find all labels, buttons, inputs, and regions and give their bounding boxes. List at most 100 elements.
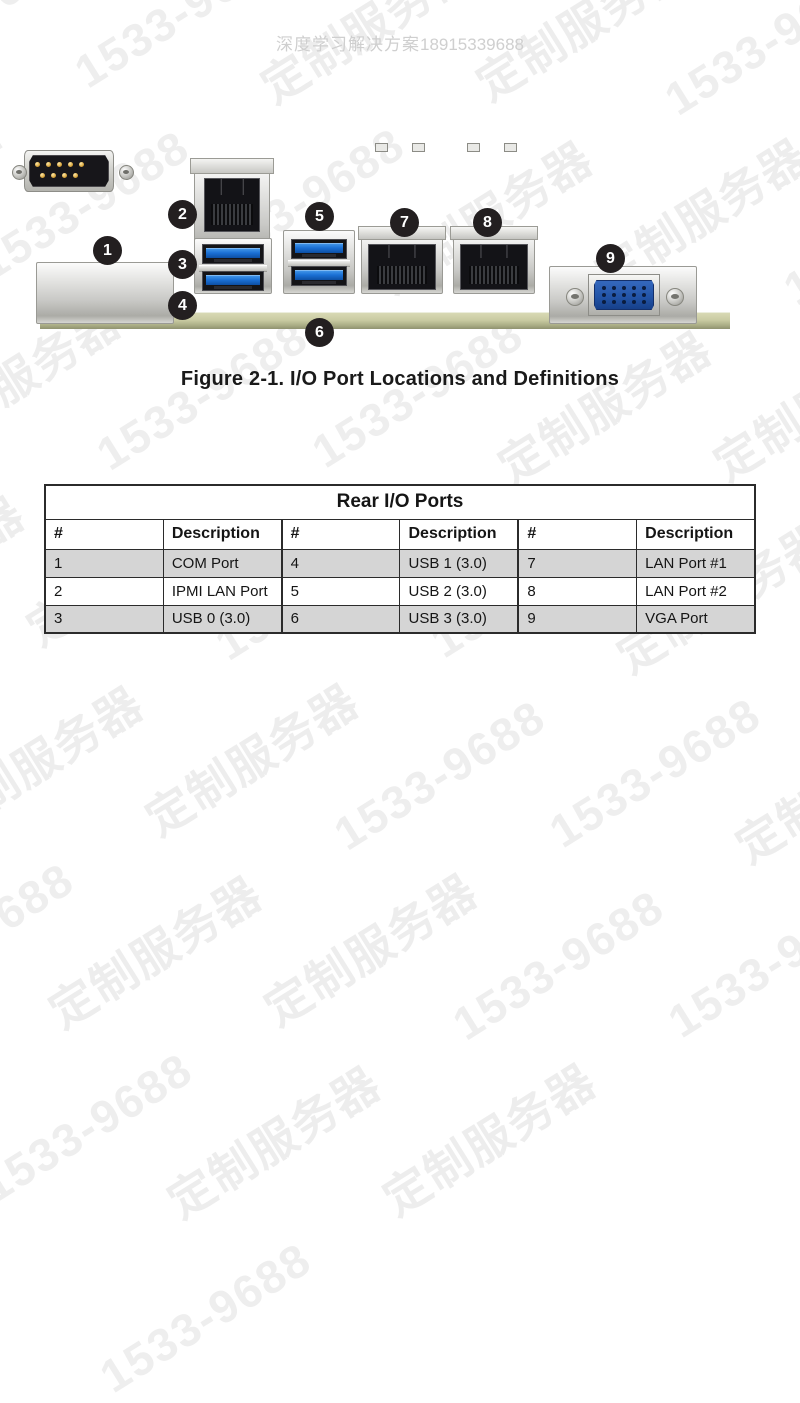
usb-tongue <box>301 254 337 257</box>
figure-caption: Figure 2-1. I/O Port Locations and Defin… <box>180 368 620 390</box>
com-screw-left <box>12 165 27 180</box>
table-row: 3 USB 0 (3.0) 6 USB 3 (3.0) 9 VGA Port <box>44 604 756 634</box>
vga-pin <box>612 300 616 304</box>
callout-badge-7: 7 <box>390 208 419 237</box>
usb-blue-insert <box>295 243 343 253</box>
callout-badge-8: 8 <box>473 208 502 237</box>
usb-port-0 <box>202 244 264 264</box>
com-pin <box>68 162 73 167</box>
vga-pin <box>642 286 646 290</box>
watermark-cn-text: 定制服务器 <box>0 486 35 660</box>
usb-port-3 <box>291 266 347 286</box>
vga-screw-left <box>566 288 584 306</box>
com-pin <box>51 173 56 178</box>
watermark-number-text: 1533-9688 <box>443 879 674 1050</box>
vga-screw-right <box>666 288 684 306</box>
header-desc-2: Description <box>399 518 519 550</box>
callout-badge-3: 3 <box>168 250 197 279</box>
vga-pin <box>642 300 646 304</box>
usb-stack-left <box>194 238 272 294</box>
lan1-tab-left <box>375 143 388 152</box>
ipmi-lan-hood <box>190 158 274 174</box>
usb-blue-insert <box>206 275 260 285</box>
vga-pin <box>622 300 626 304</box>
com-pin <box>40 173 45 178</box>
watermark-cn-text: 定制服务器 <box>0 675 153 849</box>
cell-num: 6 <box>280 604 401 634</box>
callout-badge-2: 2 <box>168 200 197 229</box>
cell-num: 1 <box>44 548 164 578</box>
vga-pin <box>602 293 606 297</box>
cell-num: 5 <box>280 576 401 606</box>
cell-desc: LAN Port #1 <box>636 548 756 578</box>
watermark-row: 1533-9688 定制服务器 1533-9688 定制服务器 <box>90 624 800 1403</box>
cell-desc: USB 0 (3.0) <box>162 604 283 634</box>
header-num-3: # <box>517 518 638 550</box>
lan1-rj45-contacts <box>376 266 428 284</box>
watermark-number-text: 1533-9688 <box>655 0 800 126</box>
header-desc-1: Description <box>162 518 283 550</box>
com-pin <box>46 162 51 167</box>
vga-pin-row-1 <box>602 286 646 290</box>
watermark-number-text: 1533-9688 <box>90 1232 321 1403</box>
vga-pin <box>642 293 646 297</box>
cell-num: 4 <box>280 548 401 578</box>
lan1-rj45-jack <box>368 244 436 290</box>
header-watermark-cn: 深度学习解决方案 <box>275 35 420 55</box>
vga-pin-row-3 <box>602 300 646 304</box>
cell-desc: VGA Port <box>636 604 756 634</box>
callout-badge-1: 1 <box>93 236 122 265</box>
usb-tongue <box>213 286 253 289</box>
watermark-cn-text: 定制服务器 <box>251 0 484 115</box>
watermark-row: 定制服务器 1533-9688 定制服务器 1533-9688 <box>39 339 800 1039</box>
usb-tongue <box>301 281 337 284</box>
usb-stack-right <box>283 230 355 294</box>
header-num-2: # <box>280 518 401 550</box>
vga-pin <box>632 286 636 290</box>
cell-desc: LAN Port #2 <box>636 576 756 606</box>
usb-port-2 <box>291 239 347 259</box>
watermark-cn-text: 定制服务器 <box>726 700 800 874</box>
vga-pin <box>632 293 636 297</box>
com-pin <box>57 162 62 167</box>
watermark-number-text: 1533-9688 <box>0 852 83 1023</box>
cell-desc: COM Port <box>162 548 283 578</box>
cell-num: 2 <box>44 576 164 606</box>
lan2-tab-right <box>504 143 517 152</box>
rear-io-ports-table: Rear I/O Ports # Description # Descripti… <box>44 484 756 634</box>
table-row: 1 COM Port 4 USB 1 (3.0) 7 LAN Port #1 <box>44 548 756 578</box>
watermark-number-text: 1533-9688 <box>325 689 555 861</box>
cell-num: 3 <box>44 604 164 634</box>
table-title-row: Rear I/O Ports <box>44 484 756 520</box>
com-pin <box>79 162 84 167</box>
watermark-cn-text: 定制服务器 <box>39 865 272 1039</box>
lan2-rj45-notch <box>480 244 508 259</box>
vga-connector <box>594 280 654 310</box>
rear-io-ports-table-wrapper: Rear I/O Ports # Description # Descripti… <box>44 484 756 634</box>
table-row: 2 IPMI LAN Port 5 USB 2 (3.0) 8 LAN Port… <box>44 576 756 606</box>
vga-pin <box>632 300 636 304</box>
usb-blue-insert <box>206 248 260 258</box>
lan1-rj45-notch <box>388 244 416 259</box>
com-port-plate <box>36 262 174 324</box>
watermark-number-text: 1533-9688 <box>0 1042 202 1213</box>
ipmi-rj45-notch <box>220 178 244 195</box>
header-desc-3: Description <box>636 518 756 550</box>
cell-num: 7 <box>517 548 638 578</box>
vga-pin <box>612 293 616 297</box>
com-pin-row-bottom <box>40 173 78 178</box>
callout-badge-5: 5 <box>305 202 334 231</box>
lan2-rj45-contacts <box>468 266 520 284</box>
cell-desc: USB 3 (3.0) <box>399 604 519 634</box>
callout-badge-6: 6 <box>305 318 334 347</box>
vga-pin <box>602 300 606 304</box>
com-pin <box>62 173 67 178</box>
header-watermark-phone: 18915339688 <box>419 35 524 54</box>
header-watermark: 深度学习解决方案18915339688 <box>0 30 800 55</box>
com-pin-row-top <box>35 162 84 167</box>
com-pin <box>73 173 78 178</box>
lan2-rj45-jack <box>460 244 528 290</box>
usb-port-1 <box>202 271 264 291</box>
watermark-cn-text: 定制服务器 <box>158 1055 391 1229</box>
cell-num: 9 <box>517 604 638 634</box>
